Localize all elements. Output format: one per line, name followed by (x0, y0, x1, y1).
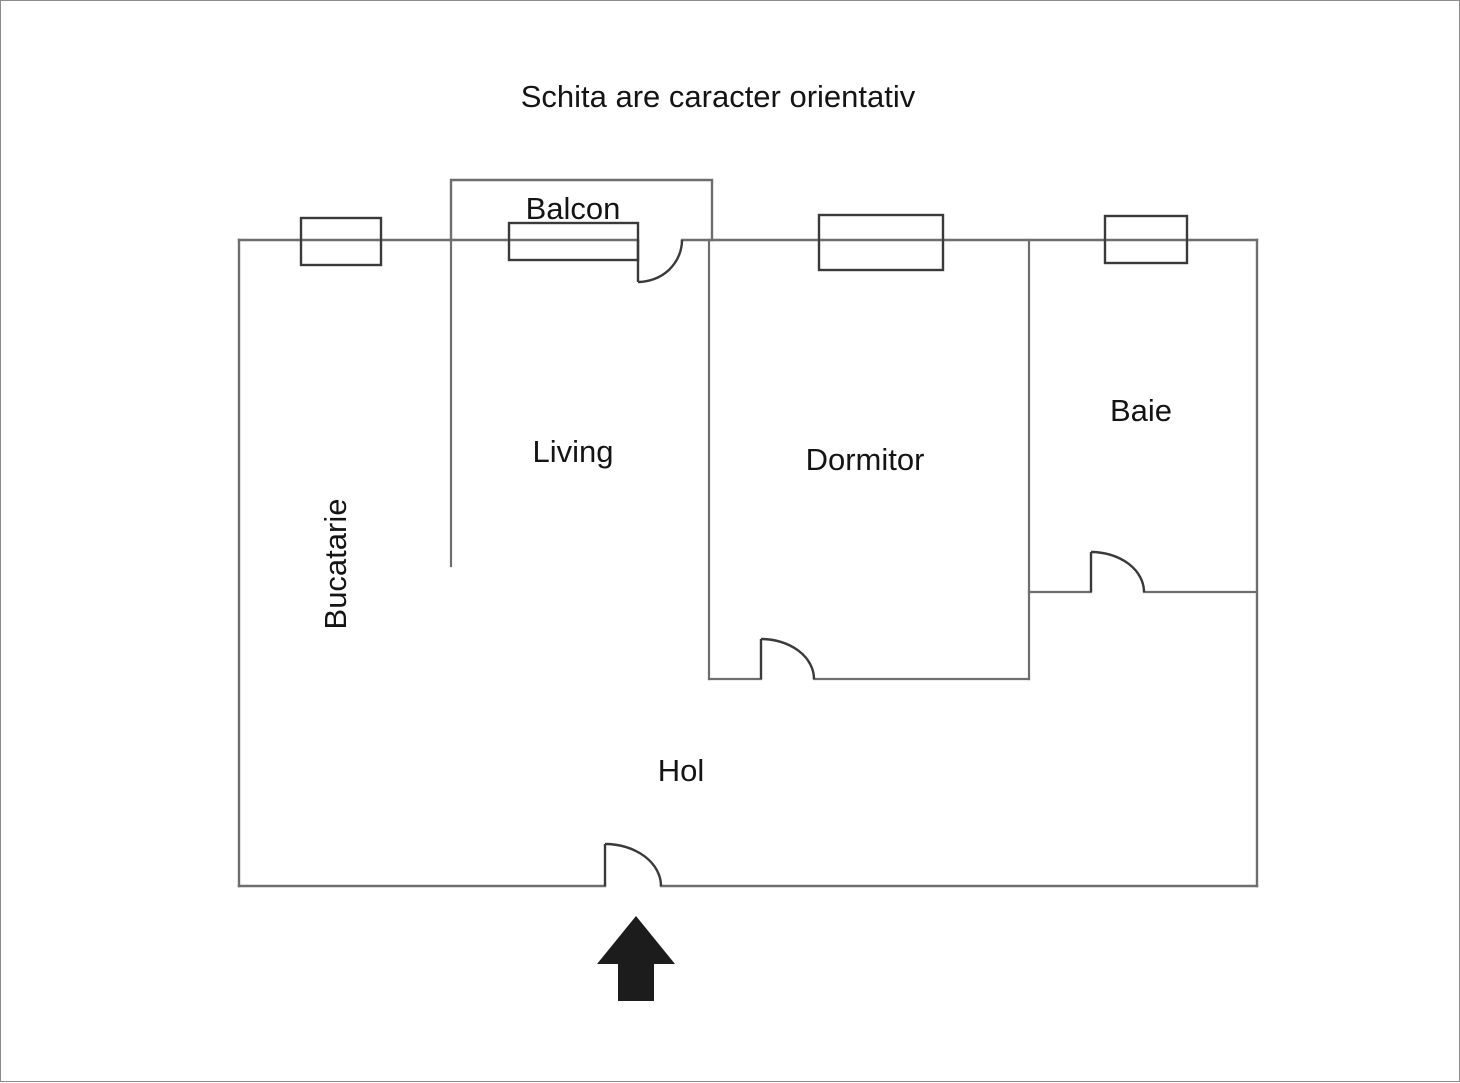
room-label-baie: Baie (1110, 393, 1172, 428)
window-balcon (507, 221, 640, 262)
entrance-arrow-glyph (597, 916, 675, 1001)
room-label-living: Living (533, 434, 614, 469)
door-dormitor-swing-arc (760, 637, 816, 680)
exterior-walls (237, 238, 1259, 888)
door-baie (1089, 550, 1146, 593)
interior-walls (449, 238, 1259, 681)
window-dormitor (817, 213, 945, 272)
window-baie (1103, 214, 1189, 265)
door-baie-swing-arc (1090, 550, 1146, 593)
room-labels: Balcon Living Bucatarie Dormitor Baie Ho… (318, 191, 1172, 788)
balcony-outline (449, 178, 714, 242)
room-label-dormitor: Dormitor (806, 442, 925, 477)
room-label-balcon: Balcon (526, 191, 621, 226)
door-intrare-swing-arc (604, 842, 663, 887)
entrance-arrow (597, 916, 675, 1001)
window-bucatarie (299, 216, 383, 267)
room-label-hol: Hol (658, 753, 705, 788)
room-label-bucatarie: Bucatarie (318, 499, 353, 630)
windows (299, 213, 1189, 272)
door-balcon-swing-arc (637, 239, 684, 284)
door-dormitor (759, 637, 816, 680)
door-intrare (603, 842, 663, 887)
doors (603, 239, 1146, 887)
balcony-walls (449, 178, 714, 242)
page-title: Schita are caracter orientativ (521, 79, 916, 114)
door-balcon (636, 239, 684, 284)
